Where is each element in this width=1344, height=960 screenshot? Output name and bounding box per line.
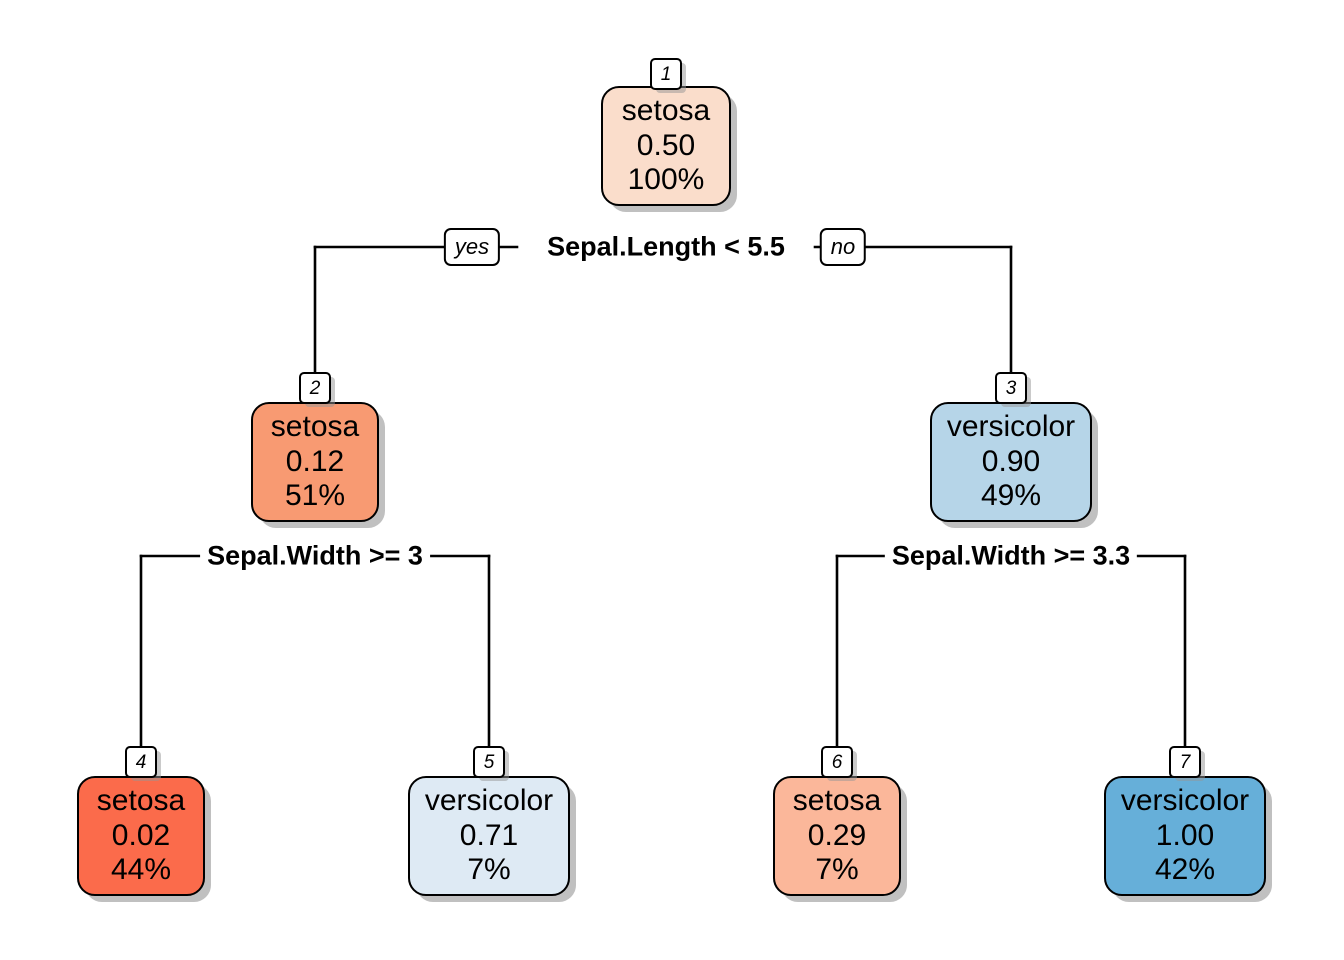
tree-node-3[interactable]: versicolor 0.90 49%	[930, 402, 1092, 522]
tree-node-7-percent: 42%	[1154, 853, 1216, 887]
node-tag-6-label: 6	[831, 751, 843, 773]
tree-node-3-percent: 49%	[980, 479, 1042, 513]
tree-node-2-class: setosa	[270, 409, 360, 443]
node-tag-4: 4	[125, 746, 157, 778]
tree-node-2[interactable]: setosa 0.12 51%	[251, 402, 379, 522]
tree-node-6-percent: 7%	[815, 853, 859, 887]
tree-node-5-class: versicolor	[424, 783, 554, 817]
tree-node-4-value: 0.02	[111, 818, 171, 852]
tree-node-5-percent: 7%	[467, 853, 511, 887]
tree-node-5[interactable]: versicolor 0.71 7%	[408, 776, 570, 896]
node-tag-1-label: 1	[660, 63, 672, 85]
tree-node-1[interactable]: setosa 0.50 100%	[601, 86, 731, 206]
tree-node-4[interactable]: setosa 0.02 44%	[77, 776, 205, 896]
tree-node-6[interactable]: setosa 0.29 7%	[773, 776, 901, 896]
tree-node-5-value: 0.71	[459, 818, 519, 852]
branch-label-no: no	[819, 228, 867, 266]
tree-node-2-percent: 51%	[284, 479, 346, 513]
node-tag-2: 2	[299, 372, 331, 404]
tree-node-3-class: versicolor	[946, 409, 1076, 443]
node-tag-7: 7	[1169, 746, 1201, 778]
tree-node-2-value: 0.12	[285, 444, 345, 478]
tree-node-1-value: 0.50	[636, 128, 696, 162]
tree-node-7-class: versicolor	[1120, 783, 1250, 817]
node-tag-5: 5	[473, 746, 505, 778]
tree-node-4-class: setosa	[96, 783, 186, 817]
tree-node-6-value: 0.29	[807, 818, 867, 852]
tree-node-6-class: setosa	[792, 783, 882, 817]
node-tag-5-label: 5	[483, 751, 495, 773]
split-label-node2: Sepal.Width >= 3	[200, 542, 430, 570]
node-tag-2-label: 2	[309, 377, 321, 399]
node-tag-1: 1	[650, 58, 682, 90]
tree-node-7-value: 1.00	[1155, 818, 1215, 852]
tree-node-4-percent: 44%	[110, 853, 172, 887]
tree-node-1-percent: 100%	[627, 163, 705, 197]
node-tag-7-label: 7	[1179, 751, 1191, 773]
tree-node-1-class: setosa	[621, 93, 711, 127]
node-tag-4-label: 4	[135, 751, 147, 773]
node-tag-3: 3	[995, 372, 1027, 404]
branch-label-yes: yes	[443, 228, 501, 266]
split-label-root: Sepal.Length < 5.5	[540, 233, 792, 261]
node-tag-6: 6	[821, 746, 853, 778]
node-tag-3-label: 3	[1005, 377, 1017, 399]
tree-node-7[interactable]: versicolor 1.00 42%	[1104, 776, 1266, 896]
split-label-node3: Sepal.Width >= 3.3	[884, 542, 1138, 570]
tree-node-3-value: 0.90	[981, 444, 1041, 478]
